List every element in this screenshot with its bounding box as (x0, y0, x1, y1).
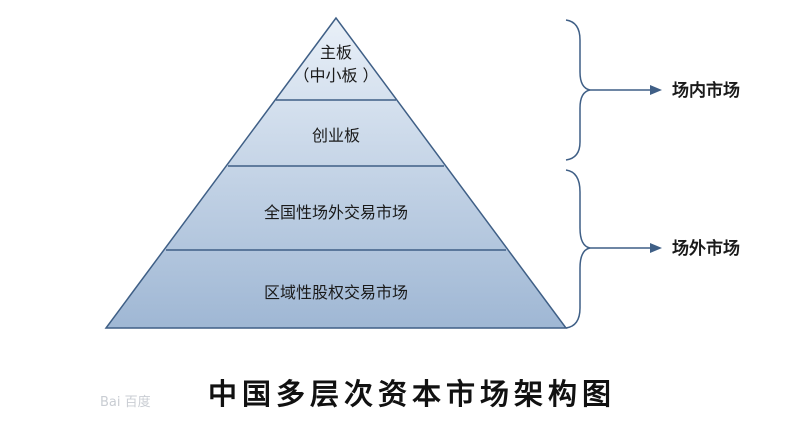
on-exchange-arrow-head (650, 85, 662, 95)
on-exchange-brace (565, 19, 591, 161)
off-exchange-market-label: 场外市场 (672, 238, 740, 259)
tier-national-otc-label: 全国性场外交易市场 (264, 203, 408, 222)
on-exchange-market-label: 场内市场 (672, 80, 740, 101)
tier-sme-board-label: （中小板 ） (293, 66, 378, 85)
tier-main-board-label: 主板 (320, 43, 352, 62)
baidu-watermark: Bai 百度 (100, 394, 151, 410)
tier-growth-board-label: 创业板 (312, 126, 360, 145)
off-exchange-brace (565, 169, 591, 329)
off-exchange-arrow-head (650, 243, 662, 253)
pyramid-shape (104, 16, 568, 329)
diagram-caption: 中国多层次资本市场架构图 (208, 377, 616, 411)
tier-regional-equity-label: 区域性股权交易市场 (264, 283, 408, 302)
